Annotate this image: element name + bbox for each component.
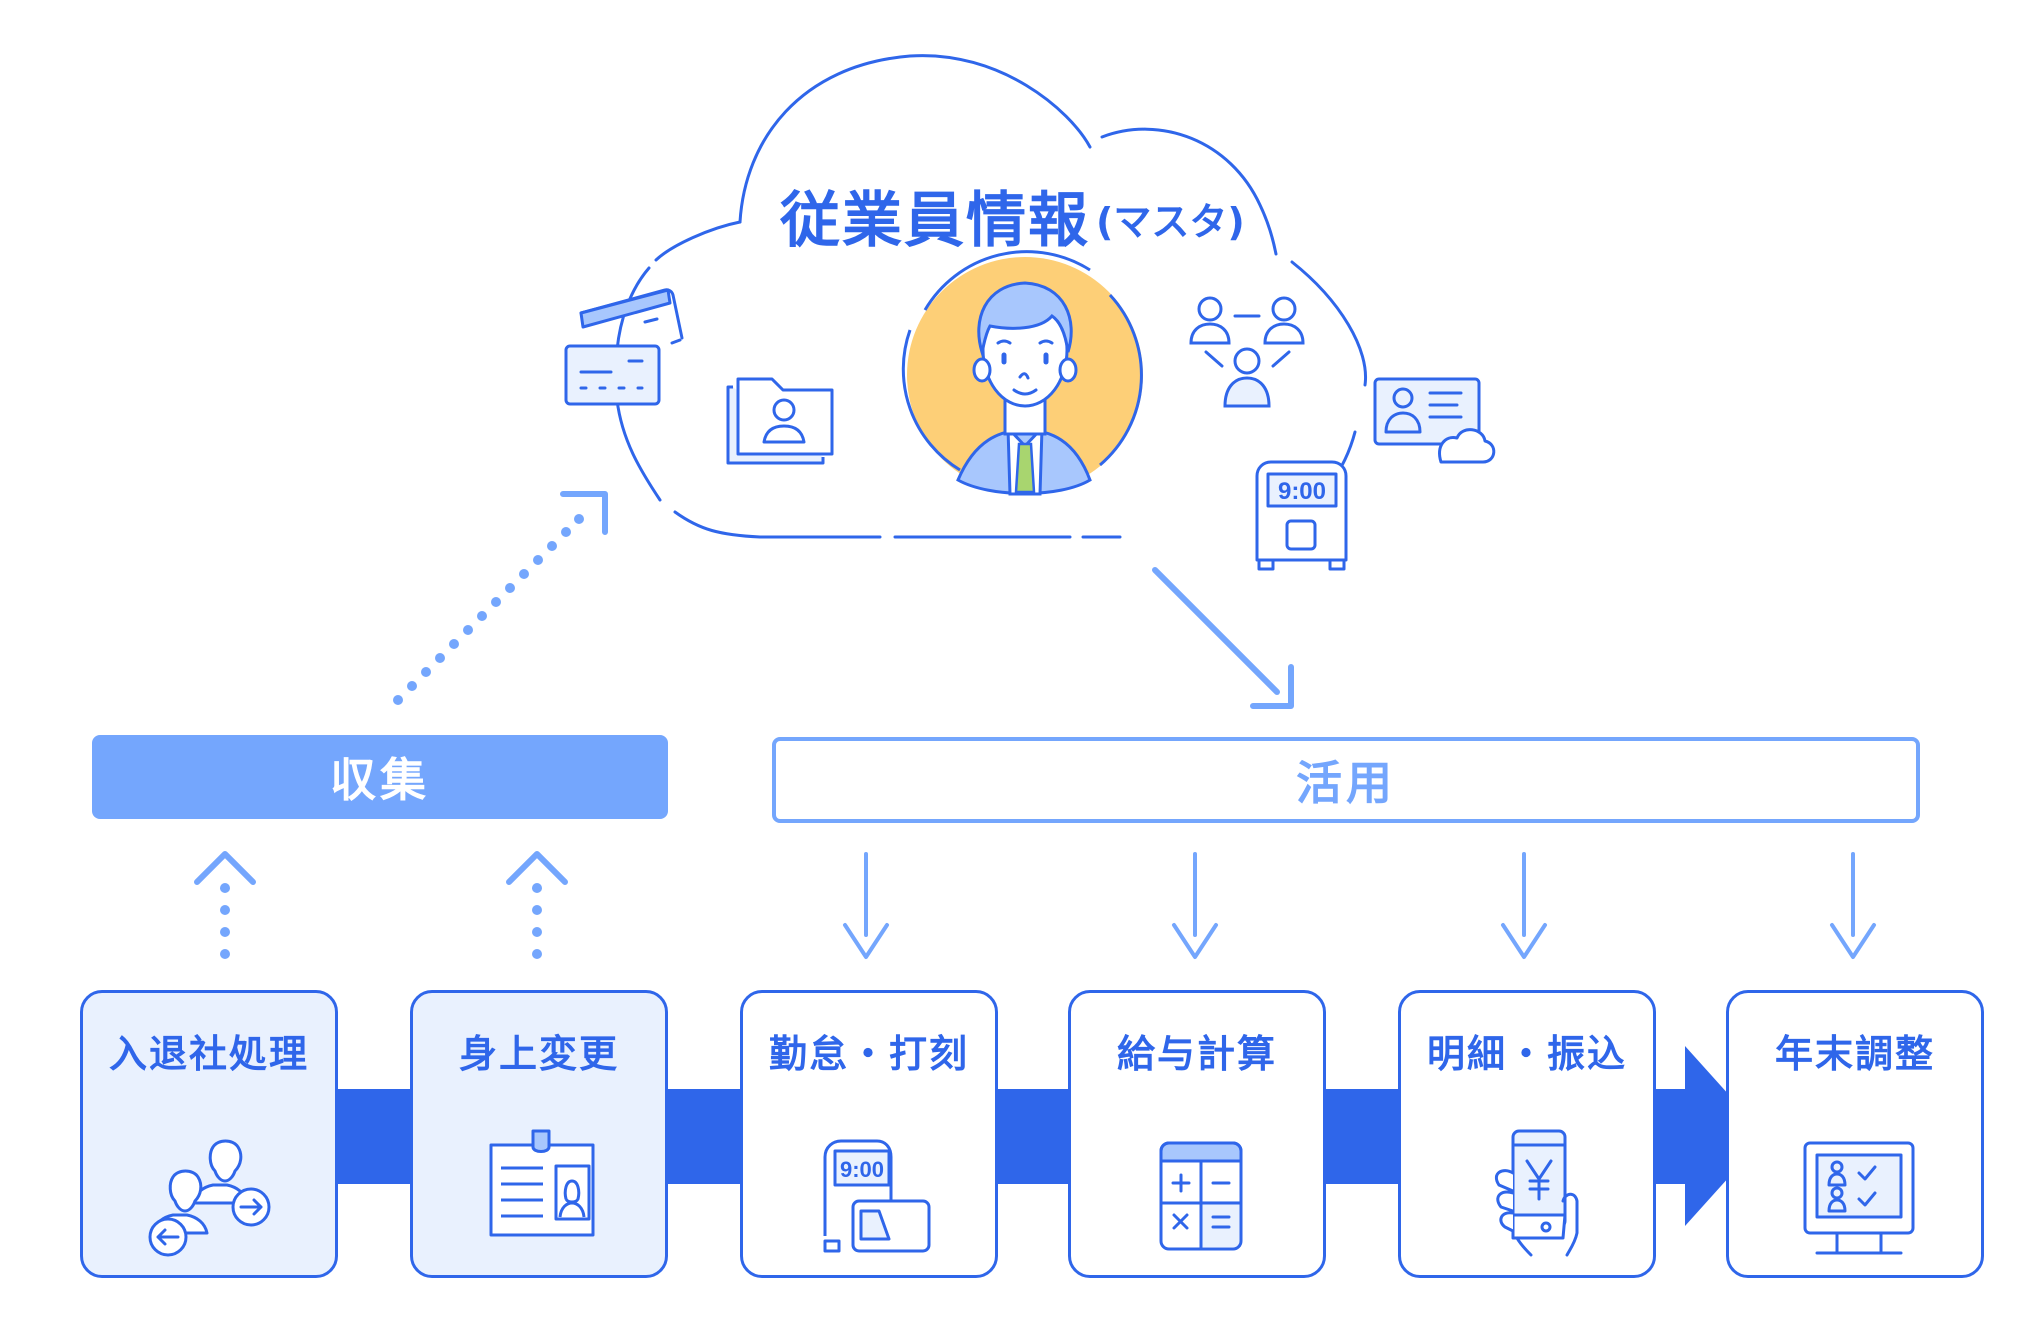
monitor-checklist-icon	[1803, 1141, 1915, 1255]
up-arrow-1	[194, 851, 256, 959]
step-label: 勤怠・打刻	[768, 1032, 969, 1076]
down-arrow-2	[1172, 852, 1218, 959]
employee-avatar-icon	[901, 250, 1143, 496]
clock-display: 9:00	[840, 1157, 884, 1182]
master-to-use-arrow	[1152, 567, 1294, 709]
id-card-cloud-icon	[1373, 377, 1496, 464]
step-label: 年末調整	[1774, 1032, 1935, 1076]
org-network-icon	[1189, 296, 1305, 408]
collect-phase-label: 収集	[330, 753, 430, 807]
master-title: 従業員情報(マスタ)	[780, 172, 1245, 259]
collect-phase-bar: 収集	[92, 735, 668, 819]
step-label: 給与計算	[1116, 1032, 1277, 1076]
step-label: 明細・振込	[1426, 1032, 1627, 1076]
step-card-payroll: 給与計算	[1068, 990, 1326, 1278]
step-card-payslip: 明細・振込	[1398, 990, 1656, 1278]
step-card-attendance: 勤怠・打刻 9:00	[740, 990, 998, 1278]
step-card-year-end-adjustment: 年末調整	[1726, 990, 1984, 1278]
smartphone-yen-icon	[1494, 1129, 1579, 1257]
step-label: 身上変更	[458, 1032, 619, 1076]
time-clock-icon	[1255, 460, 1348, 571]
down-arrow-1	[843, 852, 889, 959]
clock-display: 9:00	[1278, 478, 1326, 505]
person-folder-icon	[726, 377, 834, 465]
up-arrow-2	[506, 851, 568, 959]
down-arrow-3	[1501, 852, 1547, 959]
master-title-text: 従業員情報	[780, 186, 1090, 256]
use-phase-label: 活用	[1296, 756, 1396, 810]
step-label: 入退社処理	[108, 1032, 309, 1076]
down-arrow-4	[1830, 852, 1876, 959]
collect-to-master-arrow	[393, 491, 608, 705]
use-phase-bar: 活用	[772, 737, 1920, 823]
employee-transfer-icon	[148, 1139, 271, 1257]
master-subtitle: (マスタ)	[1096, 200, 1245, 244]
step-card-personal-change: 身上変更	[410, 990, 668, 1278]
time-clock-icon: 9:00	[823, 1139, 931, 1253]
step-card-onboarding: 入退社処理	[80, 990, 338, 1278]
calculator-icon	[1159, 1141, 1243, 1251]
credit-card-icon	[564, 288, 684, 406]
id-badge-icon	[489, 1129, 595, 1237]
